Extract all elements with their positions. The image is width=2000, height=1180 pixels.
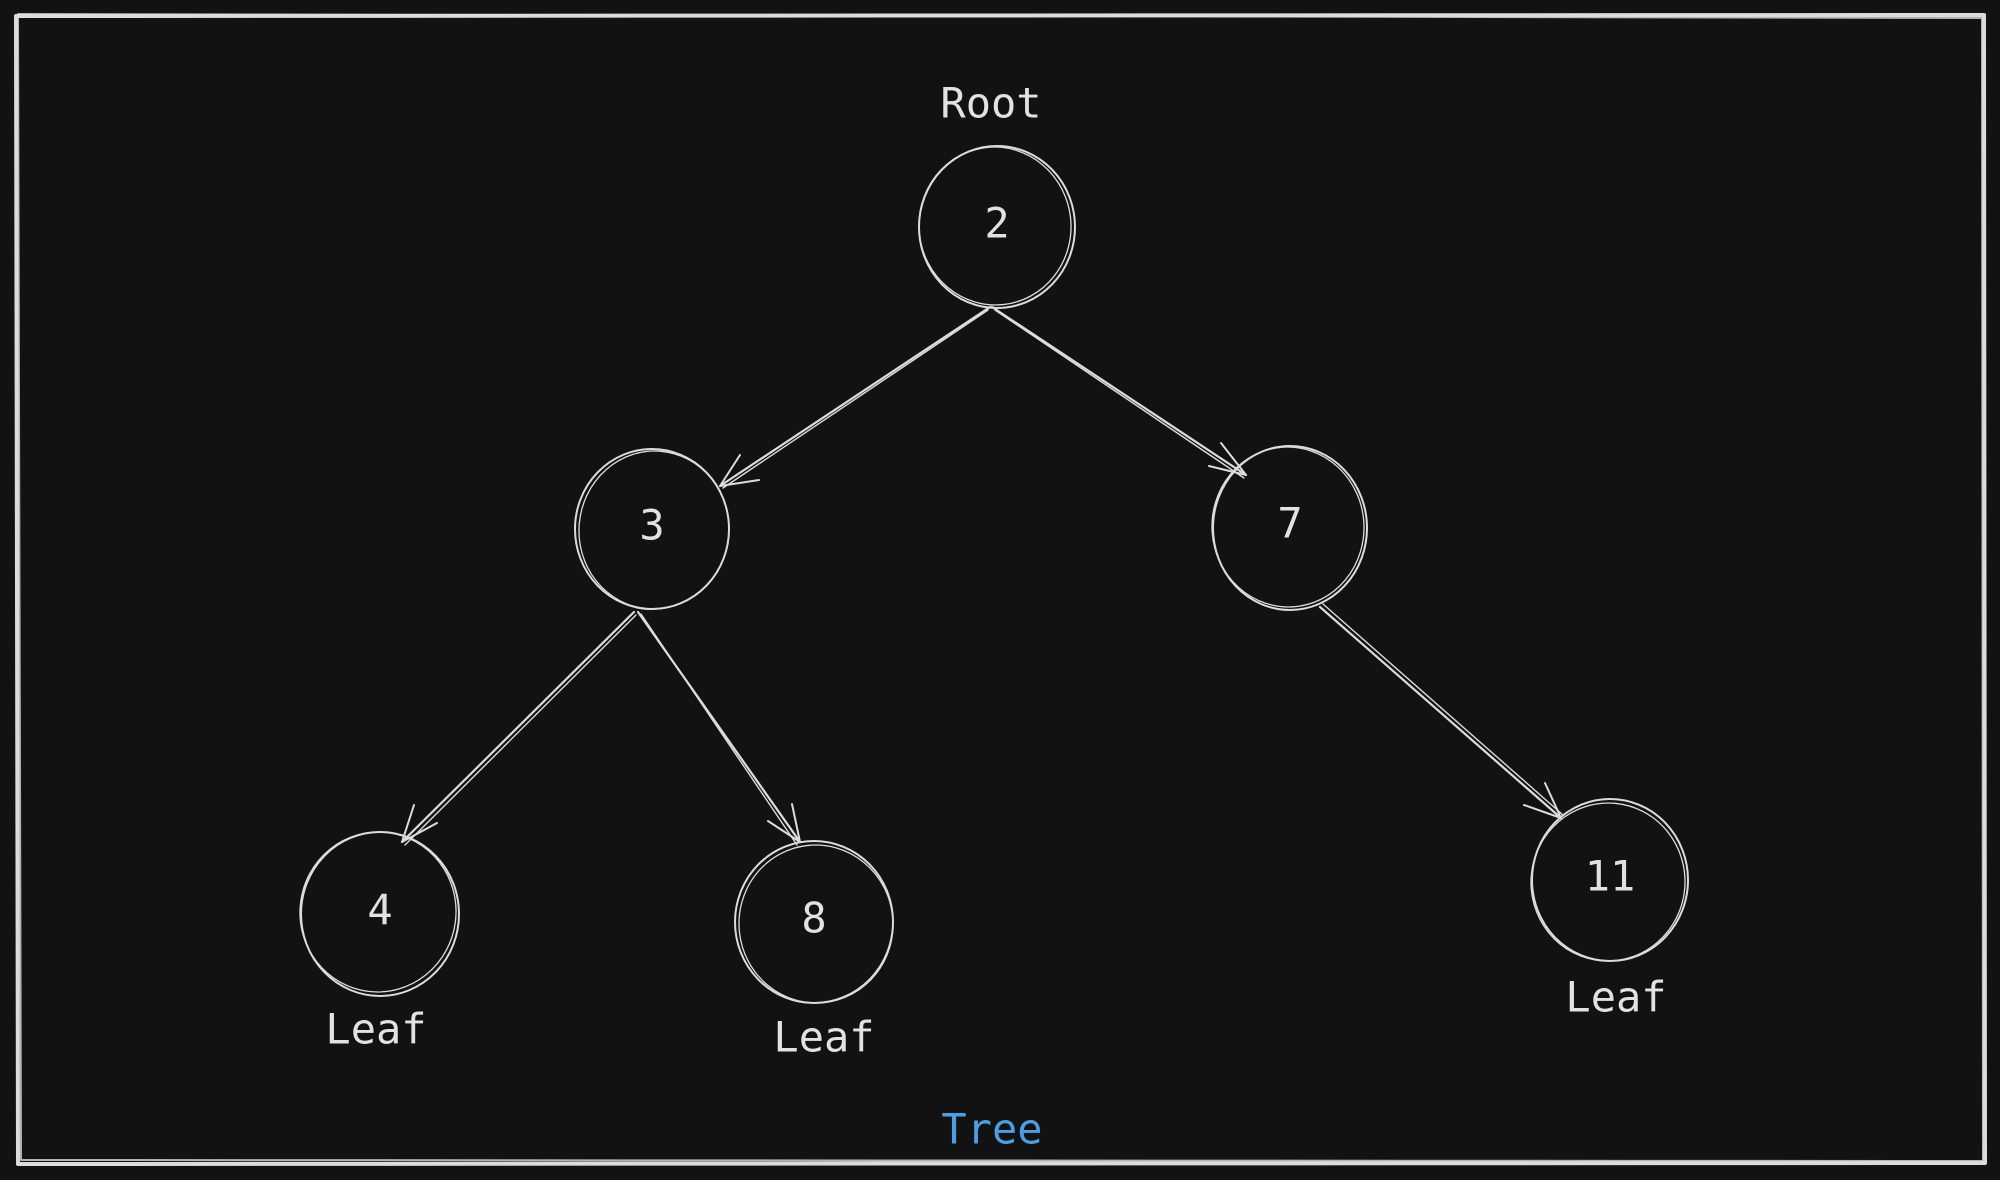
edge-3-to-4 (400, 610, 637, 846)
tree-node: 11 (1530, 798, 1689, 962)
tree-node: 4 (299, 831, 460, 997)
node-value: 11 (1585, 852, 1636, 901)
edge-2-to-7 (990, 305, 1248, 479)
node-value: 3 (639, 501, 664, 550)
tree-node: 8 (734, 840, 894, 1004)
edge-3-to-8 (636, 610, 802, 846)
node-value: 7 (1277, 499, 1302, 548)
leaf-label: Leaf (773, 1013, 874, 1062)
leaf-label: Leaf (325, 1005, 426, 1054)
frame (14, 13, 1987, 1166)
tree-node: 3 (574, 448, 730, 610)
node-value: 2 (984, 199, 1009, 248)
leaf-label: Leaf (1565, 973, 1666, 1022)
root-label: Root (940, 79, 1041, 128)
edge-7-to-11 (1318, 603, 1564, 820)
edge-2-to-3 (718, 305, 992, 489)
diagram-title: Tree (941, 1105, 1042, 1154)
node-value: 8 (801, 894, 826, 943)
tree-node: 7 (1211, 445, 1368, 611)
node-value: 4 (367, 886, 392, 935)
tree-node: 2 (918, 145, 1076, 309)
